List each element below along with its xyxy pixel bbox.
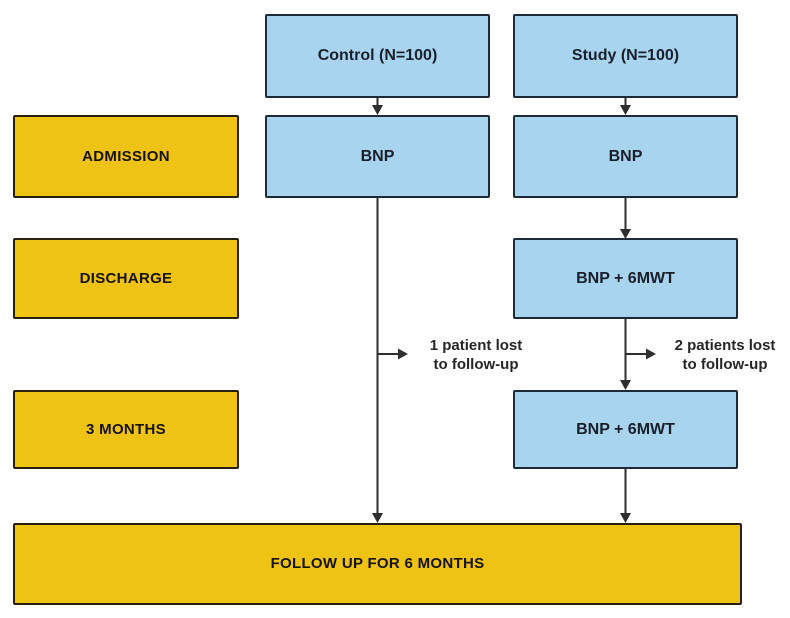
study-attrition-line1: 2 patients lost <box>674 337 776 354</box>
control-group-box: Control (N=100) <box>265 14 490 98</box>
control-group-label: Control (N=100) <box>317 47 438 65</box>
study-attrition-note: 2 patients lost to follow-up <box>658 337 790 375</box>
arrow-study-to-followup-head <box>620 513 631 523</box>
control-attrition-note: 1 patient lost to follow-up <box>410 337 542 375</box>
control-attrition-line2: to follow-up <box>433 355 519 373</box>
study-group-box: Study (N=100) <box>513 14 738 98</box>
timeline-discharge-label: DISCHARGE <box>79 269 173 287</box>
timeline-admission-label: ADMISSION <box>82 147 170 165</box>
arrow-study-discharge-to-3mo-head <box>620 380 631 390</box>
arrow-control-to-followup-head <box>372 513 383 523</box>
study-three-month-test-box: BNP + 6MWT <box>513 390 738 469</box>
arrow-study-attrition-head <box>646 348 656 360</box>
study-discharge-test-label: BNP + 6MWT <box>576 269 675 287</box>
followup-footer-box: FOLLOW UP FOR 6 MONTHS <box>13 523 742 605</box>
timeline-admission-box: ADMISSION <box>13 115 239 198</box>
study-bnp-box: BNP <box>513 115 738 198</box>
timeline-three-months-label: 3 MONTHS <box>86 420 166 438</box>
study-bnp-label: BNP <box>608 147 643 165</box>
study-attrition-line2: to follow-up <box>682 355 768 373</box>
arrow-control-attrition-head <box>398 348 408 360</box>
timeline-three-months-box: 3 MONTHS <box>13 390 239 469</box>
study-group-label: Study (N=100) <box>571 47 680 65</box>
timeline-discharge-box: DISCHARGE <box>13 238 239 319</box>
control-bnp-label: BNP <box>360 147 395 165</box>
arrow-control-to-bnp-head <box>372 105 383 115</box>
followup-footer-label: FOLLOW UP FOR 6 MONTHS <box>270 555 485 572</box>
control-attrition-line1: 1 patient lost <box>429 337 523 354</box>
study-discharge-test-box: BNP + 6MWT <box>513 238 738 319</box>
study-three-month-test-label: BNP + 6MWT <box>576 420 675 438</box>
control-bnp-box: BNP <box>265 115 490 198</box>
arrow-study-to-bnp-head <box>620 105 631 115</box>
